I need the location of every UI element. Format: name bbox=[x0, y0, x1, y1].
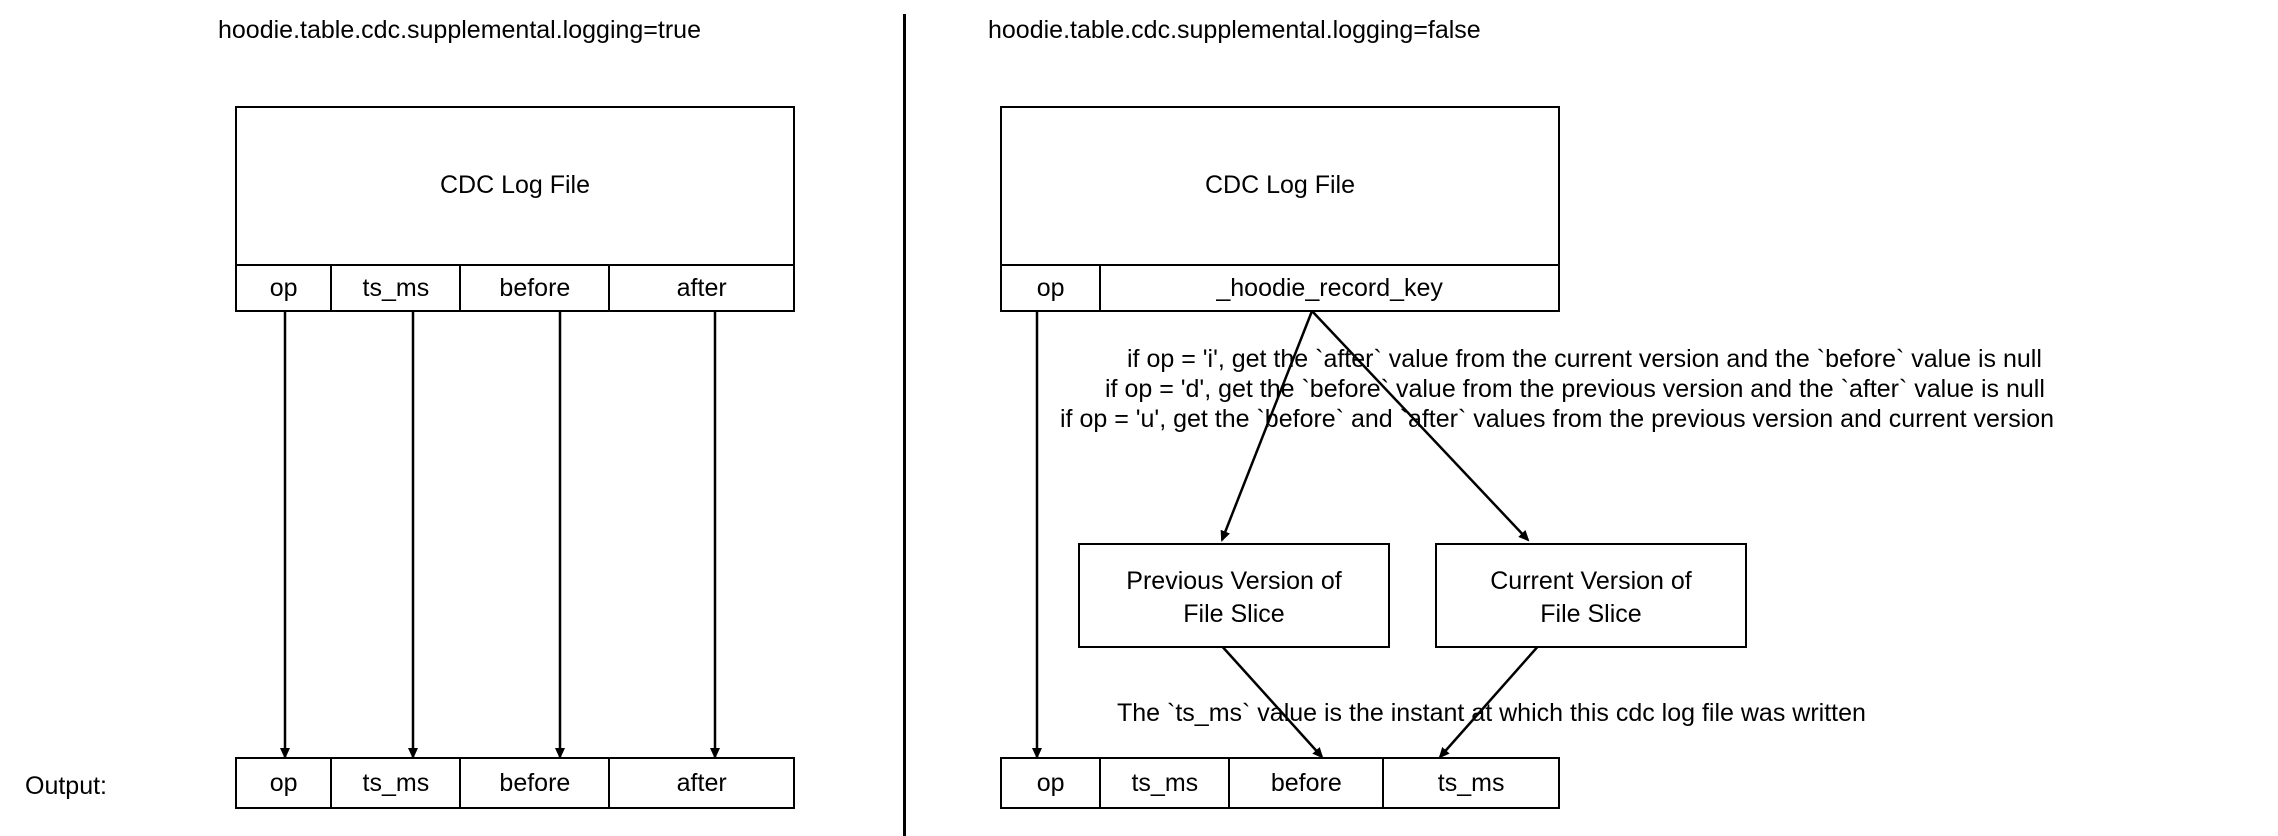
current-version-file-slice-line1: Current Version of bbox=[1490, 567, 1692, 595]
current-version-file-slice-line2: File Slice bbox=[1540, 600, 1642, 628]
left-log-column-op: op bbox=[237, 266, 333, 310]
left-cdc-log-file-columns: op ts_ms before after bbox=[235, 264, 795, 312]
left-log-column-ts-ms: ts_ms bbox=[332, 266, 462, 310]
rule-text-delete: if op = 'd', get the `before` value from… bbox=[1105, 375, 2045, 403]
left-output-cell-before: before bbox=[461, 759, 611, 807]
right-output-cell-op: op bbox=[1002, 759, 1102, 807]
panel-title-right: hoodie.table.cdc.supplemental.logging=fa… bbox=[988, 16, 1481, 44]
left-cdc-log-file-label: CDC Log File bbox=[439, 171, 591, 199]
right-log-column-hoodie-record-key: _hoodie_record_key bbox=[1101, 266, 1558, 310]
current-version-file-slice-label: Current Version of File Slice bbox=[1437, 565, 1745, 631]
rule-text-update: if op = 'u', get the `before` and `after… bbox=[1060, 405, 2055, 433]
left-output-cell-ts-ms: ts_ms bbox=[332, 759, 462, 807]
rule-text-insert: if op = 'i', get the `after` value from … bbox=[1127, 345, 2042, 373]
ts-ms-note: The `ts_ms` value is the instant at whic… bbox=[1117, 699, 1866, 727]
left-output-cell-op: op bbox=[237, 759, 333, 807]
panel-title-left: hoodie.table.cdc.supplemental.logging=tr… bbox=[218, 16, 701, 44]
left-output-row: op ts_ms before after bbox=[235, 757, 795, 809]
right-cdc-log-file-box: CDC Log File bbox=[1000, 106, 1560, 266]
left-log-column-after: after bbox=[610, 266, 794, 310]
left-output-cell-after: after bbox=[610, 759, 794, 807]
output-label: Output: bbox=[25, 772, 107, 800]
previous-version-file-slice-line2: File Slice bbox=[1183, 600, 1285, 628]
right-output-cell-before: before bbox=[1230, 759, 1385, 807]
right-output-cell-ts-ms-2: ts_ms bbox=[1384, 759, 1558, 807]
current-version-file-slice-box: Current Version of File Slice bbox=[1435, 543, 1747, 648]
right-output-row: op ts_ms before ts_ms bbox=[1000, 757, 1560, 809]
left-cdc-log-file-box: CDC Log File bbox=[235, 106, 795, 266]
right-output-cell-ts-ms: ts_ms bbox=[1101, 759, 1231, 807]
right-log-column-op: op bbox=[1002, 266, 1102, 310]
previous-version-file-slice-line1: Previous Version of bbox=[1126, 567, 1342, 595]
left-log-column-before: before bbox=[461, 266, 611, 310]
right-cdc-log-file-columns: op _hoodie_record_key bbox=[1000, 264, 1560, 312]
previous-version-file-slice-box: Previous Version of File Slice bbox=[1078, 543, 1390, 648]
panel-divider bbox=[903, 14, 906, 836]
right-cdc-log-file-label: CDC Log File bbox=[1204, 171, 1356, 199]
previous-version-file-slice-label: Previous Version of File Slice bbox=[1080, 565, 1388, 631]
